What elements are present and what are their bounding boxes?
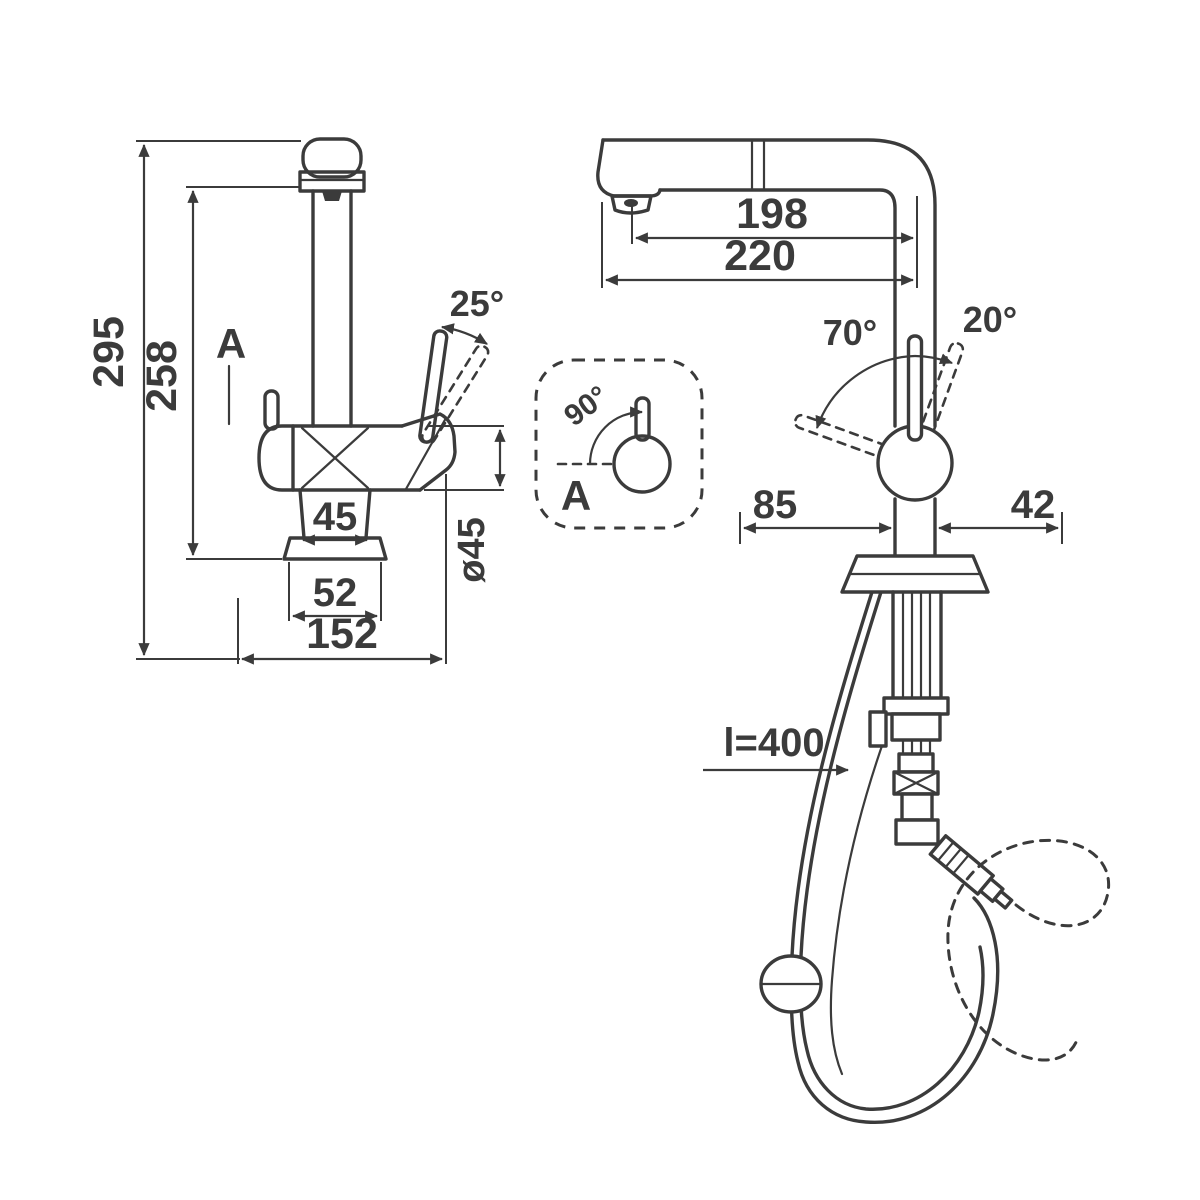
detail-view-a: 90° A — [534, 358, 704, 530]
dim-42-label: 42 — [1011, 483, 1056, 527]
handle-knob-top — [612, 434, 672, 494]
flex-hose-dashed — [946, 838, 1111, 1062]
spray-head — [596, 138, 662, 198]
dim-arc-20 — [914, 353, 954, 365]
base-flange — [282, 536, 388, 561]
dim-295-label: 295 — [85, 316, 133, 388]
detail-a-label: A — [561, 472, 591, 519]
dim-hose-length-label: l=400 — [723, 721, 824, 765]
dim-220-label: 220 — [724, 232, 796, 280]
dim-25-label: 25° — [450, 283, 504, 324]
dim-198-label: 198 — [736, 190, 808, 238]
section-a-label: A — [216, 320, 246, 367]
dim-arc-25 — [440, 323, 488, 345]
dim-152-label: 152 — [306, 610, 378, 658]
side-view: 198 220 70° 20° 85 42 l=400 — [596, 138, 1111, 1124]
handle-stem-top — [634, 396, 651, 442]
dim-arc-90 — [588, 406, 644, 465]
mounting-bracket — [882, 696, 950, 716]
pullout-hose — [789, 590, 1000, 1124]
supply-hose — [829, 738, 886, 1076]
dim-85-label: 85 — [753, 483, 798, 527]
dim-258-label: 258 — [138, 340, 186, 412]
dim-45-label: 45 — [313, 495, 358, 539]
dim-dia45-label: ø45 — [451, 517, 493, 582]
right-valve-housing — [400, 412, 457, 492]
outlet-fitting — [928, 834, 1014, 910]
dim-20-label: 20° — [963, 299, 1017, 340]
right-handle-lever-swung — [420, 344, 490, 445]
neck — [298, 488, 372, 540]
aerator-band — [298, 170, 366, 193]
spout-cap — [301, 137, 363, 179]
dim-70-label: 70° — [823, 312, 877, 353]
front-view: 295 258 A 25° 45 ø45 52 152 — [85, 137, 506, 665]
detail-boundary — [534, 358, 704, 530]
left-handle-lever — [263, 389, 280, 431]
side-handle-lever — [906, 334, 924, 442]
dim-arc-70 — [815, 354, 916, 430]
aerator-nozzle — [322, 191, 342, 201]
check-valve — [897, 752, 935, 774]
dim-52-label: 52 — [313, 571, 358, 615]
mixer-body — [257, 424, 422, 492]
spout-arm-outline — [601, 138, 937, 428]
